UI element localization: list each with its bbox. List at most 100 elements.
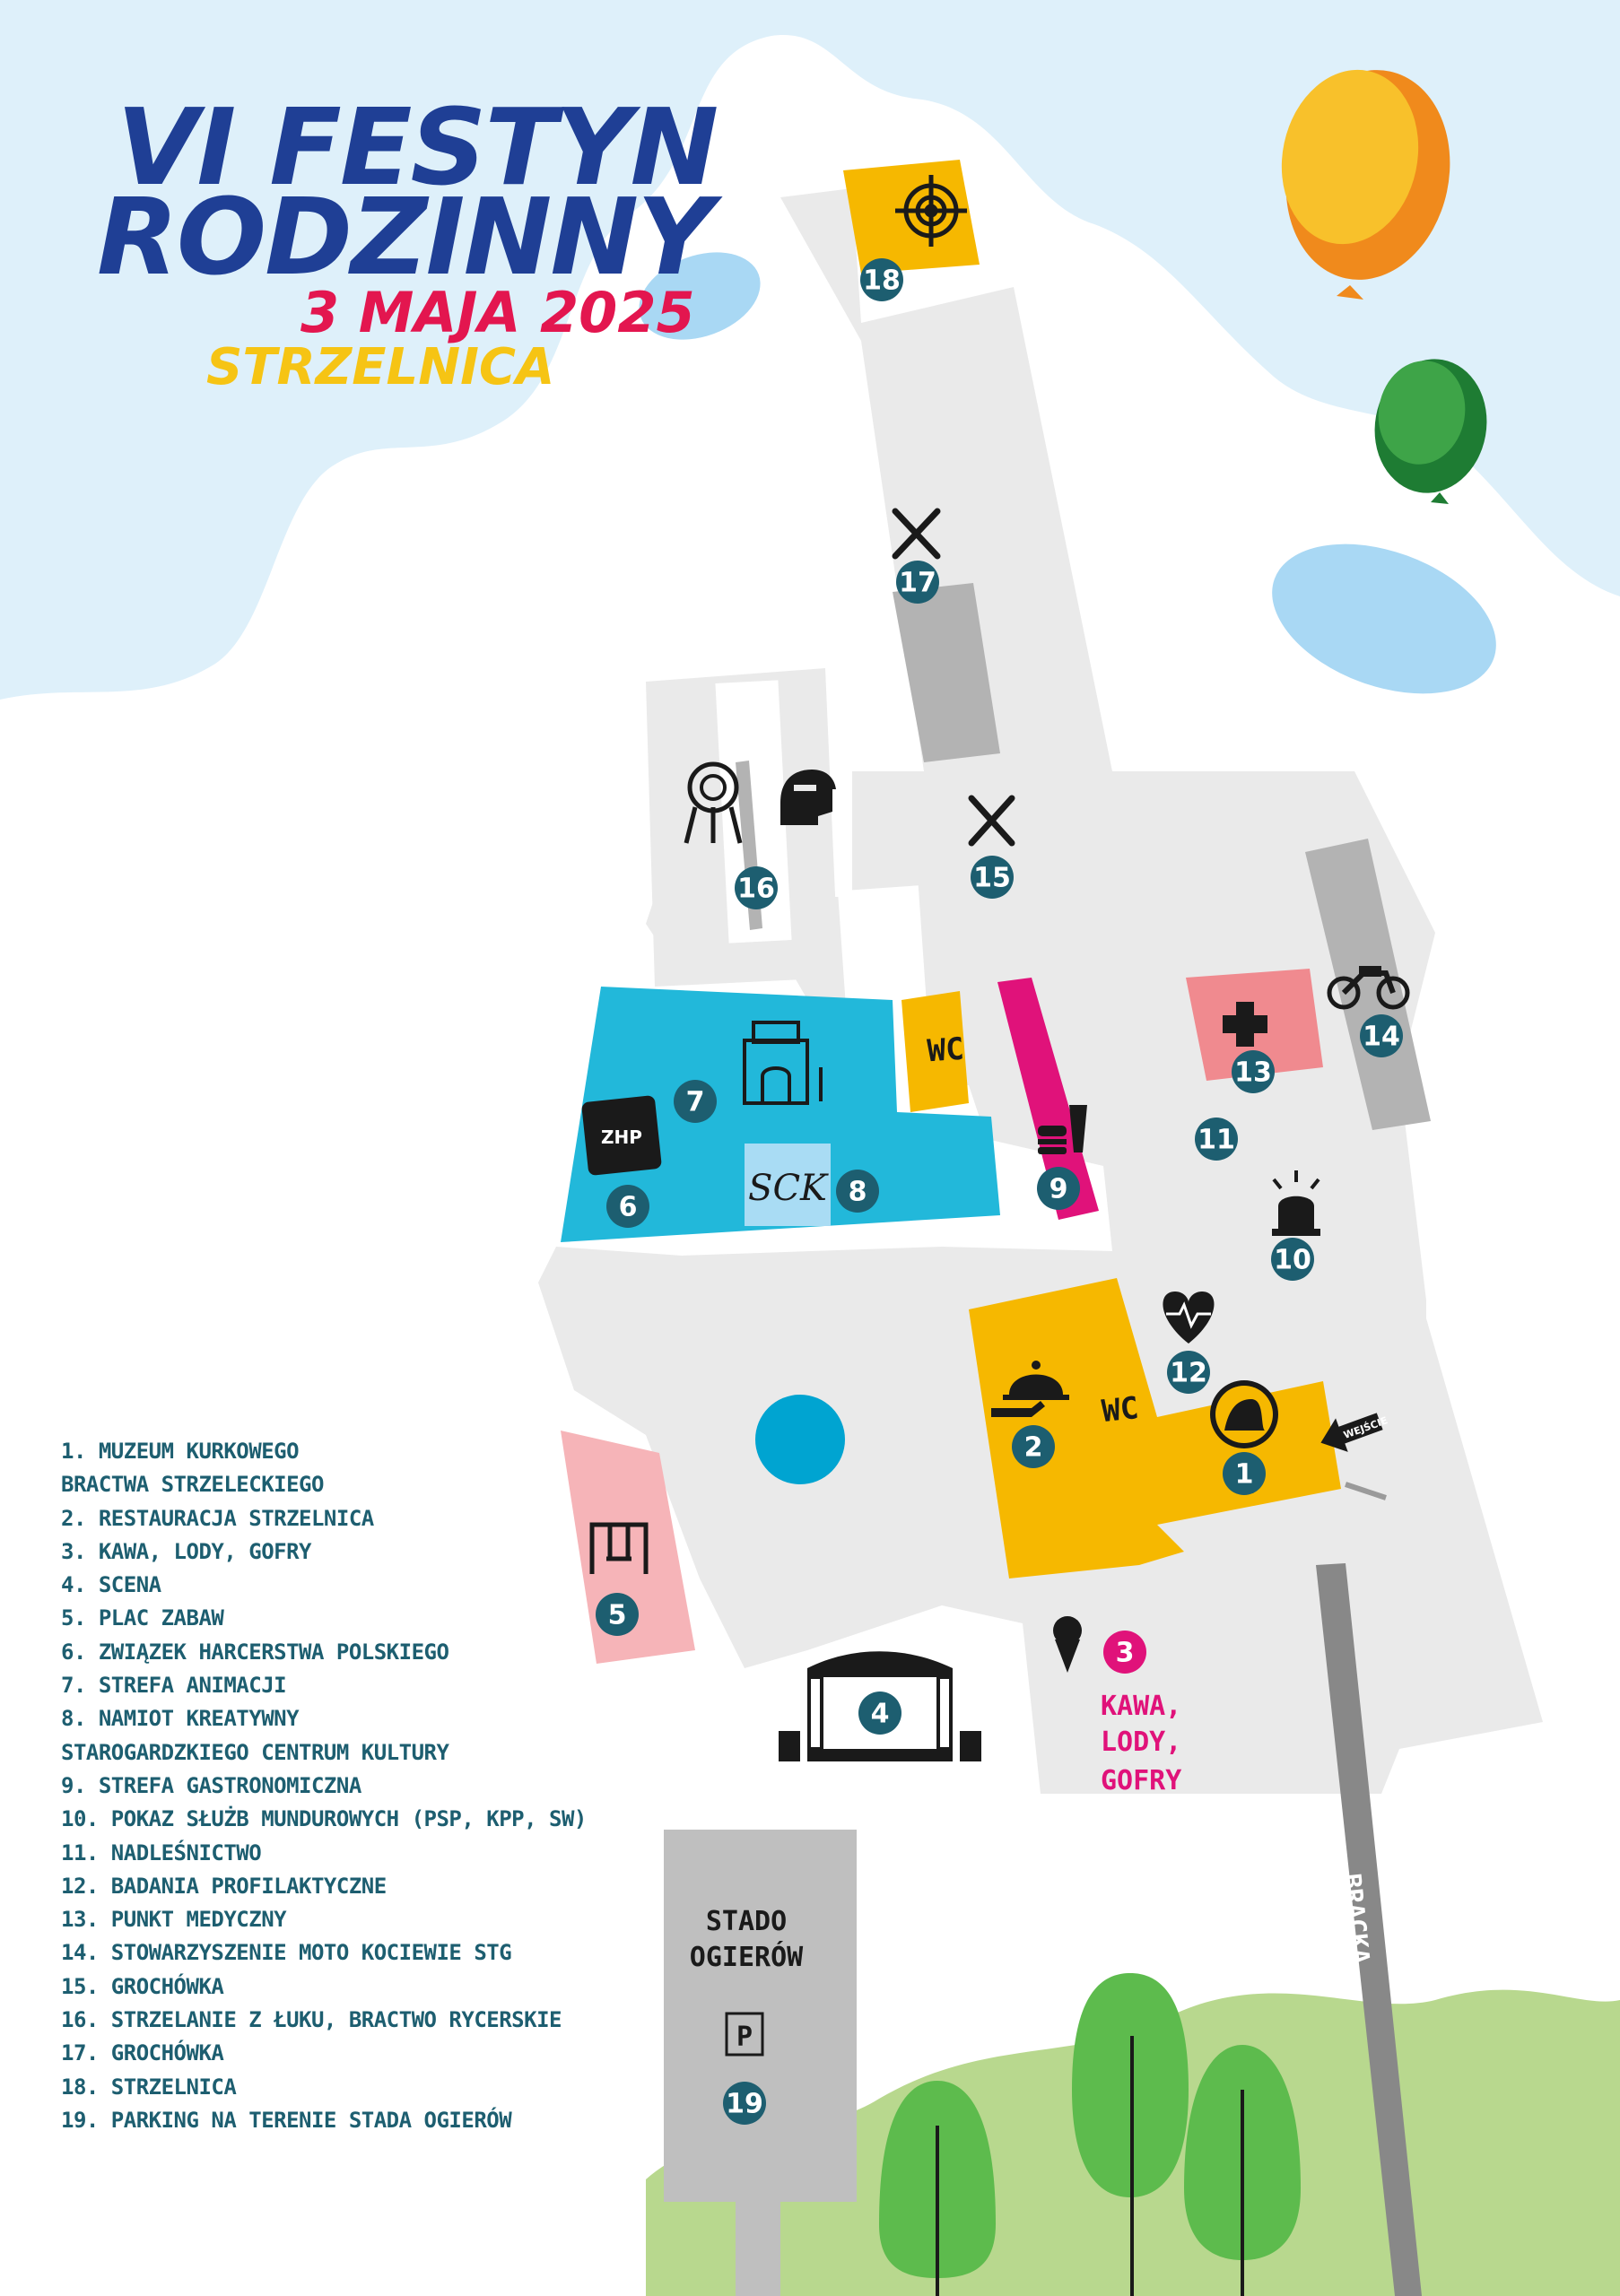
building-restaurant [969,1278,1341,1578]
map-pin-9: 9 [1037,1167,1080,1210]
map-pin-10: 10 [1271,1238,1314,1281]
heart-rate-icon [1163,1292,1215,1344]
road-bracka [1316,1563,1422,2296]
target-icon [895,175,967,247]
map-pin-14: 14 [1360,1014,1403,1057]
map-pin-1: 1 [1223,1452,1266,1495]
cutlery-icon [892,508,941,560]
map-pin-number: 13 [1234,1057,1272,1089]
map-pin-circle [606,1185,649,1228]
zone-gastro [997,978,1099,1220]
stand-3-label: GOFRY [1101,1765,1181,1796]
map-pin-circle [596,1593,639,1636]
zone-parking [664,1830,857,2296]
map-pin-15: 15 [971,856,1014,899]
map-pin-circle [723,2082,766,2125]
legend-item: 10. POKAZ SŁUŻB MUNDUROWYCH (PSP, KPP, S… [61,1806,587,1832]
map-pin-number: 7 [686,1087,705,1118]
map-pin-circle [860,258,903,301]
svg-text:ZHP: ZHP [601,1126,642,1148]
legend-item: 1. MUZEUM KURKOWEGO [61,1439,300,1464]
cloche-icon [991,1361,1069,1417]
stand-3-label: KAWA, [1101,1691,1181,1722]
entrance-path [1345,1482,1387,1500]
map-pin-circle [896,561,939,604]
map-pin-6: 6 [606,1185,649,1228]
map-pin-circle [735,866,778,909]
legend-item: 17. GROCHÓWKA [61,2040,224,2066]
road-strip-17 [893,583,1000,762]
medical-cross-icon [1223,1002,1267,1047]
knight-helmet-icon [780,770,836,825]
zhp-logo-icon: ZHP [581,1095,662,1176]
zone-animation [561,987,1000,1242]
road-strip-14 [1305,839,1431,1130]
map-pin-8: 8 [836,1170,879,1213]
wc-label: WC [1100,1390,1140,1430]
legend-item: 6. ZWIĄZEK HARCERSTWA POLSKIEGO [61,1639,449,1665]
map-pin-number: 6 [619,1192,638,1223]
balloon-green-icon [1374,359,1487,504]
legend-item: 13. PUNKT MEDYCZNY [61,1907,287,1933]
museum-emblem-icon [1210,1380,1278,1448]
map-pin-number: 3 [1116,1638,1135,1669]
map-pin-19: 19 [723,2082,766,2125]
stage-icon [779,1651,981,1761]
map-pin-number: 1 [1235,1459,1254,1491]
legend-item: BRACTWA STRZELECKIEGO [61,1472,324,1498]
legend-item: STAROGARDZKIEGO CENTRUM KULTURY [61,1739,449,1765]
map-pin-circle [674,1080,717,1123]
map-pin-circle [1103,1631,1146,1674]
map-pin-number: 17 [899,568,936,599]
archery-icon [684,761,743,844]
legend-item: 4. SCENA [61,1572,161,1598]
event-location: STRZELNICA [206,338,554,396]
building-wc [901,991,969,1112]
map-pin-circle [1271,1238,1314,1281]
legend-item: 11. NADLEŚNICTWO [61,1839,262,1866]
legend-item: 18. STRZELNICA [61,2074,237,2100]
map-pin-circle [1037,1167,1080,1210]
map-pin-circle [1012,1425,1055,1468]
map-pin-circle [858,1692,901,1735]
parking-sign: P [736,2022,753,2053]
map-pin-circle [1232,1050,1275,1093]
map-pin-circle [1223,1452,1266,1495]
legend-item: 14. STOWARZYSZENIE MOTO KOCIEWIE STG [61,1940,512,1966]
legend-item: 19. PARKING NA TERENIE STADA OGIERÓW [61,2107,512,2133]
map-pin-17: 17 [896,561,939,604]
map-pin-18: 18 [860,258,903,301]
sky-cloud-blob [1272,544,1496,694]
map-pin-number: 8 [849,1177,867,1208]
map-pin-circle [1360,1014,1403,1057]
sky-cloud [0,0,1620,700]
map-pin-3: 3 [1103,1631,1146,1674]
map-pin-13: 13 [1232,1050,1275,1093]
parking-icon [725,2012,764,2057]
building-18 [843,160,980,274]
map-pin-11: 11 [1195,1118,1238,1161]
event-date: 3 MAJA 2025 [300,280,695,345]
legend-item: 12. BADANIA PROFILAKTYCZNE [61,1873,387,1899]
legend-item: 3. KAWA, LODY, GOFRY [61,1538,311,1564]
map-pin-5: 5 [596,1593,639,1636]
sky-cloud-blob [639,252,761,340]
map-pin-number: 11 [1198,1125,1235,1156]
map-pin-16: 16 [735,866,778,909]
title-line1: VI FESTYN [117,85,717,209]
map-pin-number: 14 [1363,1022,1400,1053]
stand-3-label: LODY, [1101,1726,1181,1758]
map-pin-circle [971,856,1014,899]
siren-icon [1272,1170,1320,1236]
legend-item: 7. STREFA ANIMACJI [61,1673,287,1699]
map-pin-number: 16 [737,874,775,905]
map-pin-circle [1167,1351,1210,1394]
sck-tent [745,1144,831,1226]
legend-item: 9. STREFA GASTRONOMICZNA [61,1772,361,1798]
map-pin-7: 7 [674,1080,717,1123]
map-pin-number: 15 [973,863,1011,894]
title-line2: RODZINNY [97,175,723,299]
map-pin-circle [1195,1118,1238,1161]
